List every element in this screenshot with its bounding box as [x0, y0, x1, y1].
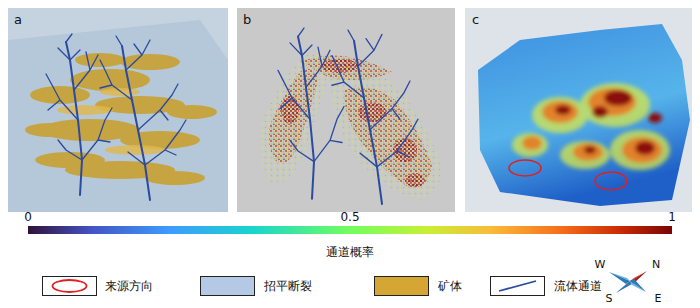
- tick-label: 0: [24, 210, 32, 224]
- probability-heat: [512, 83, 670, 170]
- compass-letter: E: [655, 292, 662, 305]
- fault-plane: [8, 20, 228, 212]
- probability-points: [330, 67, 441, 200]
- legend-ellipse: [53, 280, 87, 292]
- tick-label: 0.5: [340, 210, 359, 224]
- panel-c-illustration: [465, 8, 692, 212]
- ore-body: [25, 53, 217, 185]
- probability-points: [345, 87, 432, 188]
- axis-title: 通道概率: [326, 245, 374, 259]
- fluid-channel-tree: [46, 34, 186, 200]
- panel-label: b: [243, 12, 251, 28]
- legend-text: 矿体: [438, 279, 462, 293]
- source-direction-mark: [509, 160, 541, 176]
- legend-swatch: [374, 276, 429, 296]
- panel-ground: [8, 8, 228, 212]
- ore-body-light: [57, 88, 165, 155]
- source-direction-mark: [595, 172, 627, 190]
- legend-text: 流体通道: [554, 279, 602, 293]
- probability-surface: [478, 24, 690, 206]
- legend-swatch: [490, 276, 545, 296]
- probability-points: [269, 68, 318, 163]
- panel-label: a: [14, 12, 22, 28]
- legend-text: 招平断裂: [264, 279, 312, 293]
- panel-label: c: [472, 12, 479, 28]
- fluid-channel-tree: [278, 28, 418, 204]
- legend-swatch: [42, 276, 97, 296]
- high-probability-points: [281, 59, 425, 187]
- legend-sample: [43, 277, 96, 295]
- compass-rose: [609, 271, 647, 293]
- color-bar: [28, 226, 672, 234]
- legend-sample: [491, 277, 544, 295]
- compass-letter: W: [595, 258, 606, 271]
- compass-letter: N: [652, 258, 660, 271]
- panel-ground: [465, 8, 692, 212]
- tick-label: 1: [668, 210, 676, 224]
- panel-ground: [237, 8, 455, 212]
- panel-b-illustration: [237, 8, 455, 212]
- panel-a-illustration: [8, 8, 228, 212]
- compass-letter: S: [606, 292, 613, 305]
- legend-text: 来源方向: [105, 279, 153, 293]
- legend-swatch: [200, 276, 255, 296]
- legend-line: [499, 281, 536, 291]
